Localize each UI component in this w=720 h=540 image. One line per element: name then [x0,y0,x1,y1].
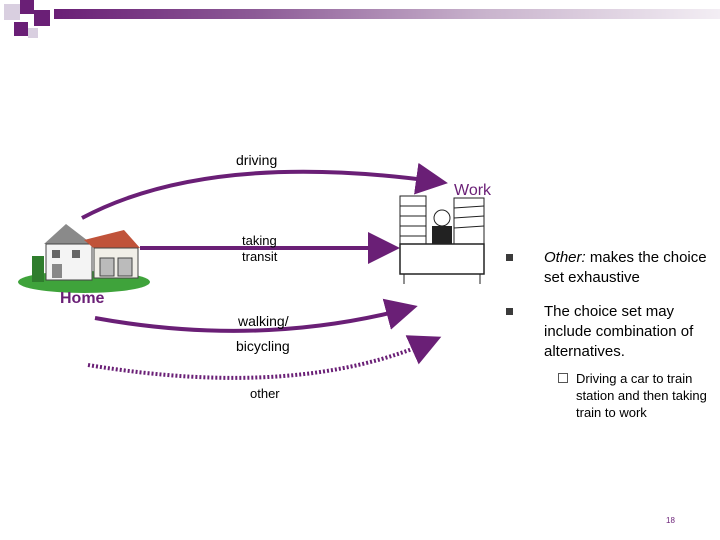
other-label: other [250,386,280,401]
walking-arrow [94,298,418,333]
header-square [14,22,28,36]
bullet-list: Other: makes the choice set exhaustive T… [506,248,716,421]
square-bullet-icon [506,308,513,315]
bullet-item: Other: makes the choice set exhaustive [506,248,716,288]
office-worker-illustration [399,195,485,284]
page-number: 18 [666,516,675,525]
bullet-item: The choice set may include combination o… [506,302,716,362]
header-square [20,0,34,14]
square-bullet-icon [506,254,513,261]
other-arrow [87,335,442,380]
work-label: Work [454,182,492,199]
bicycling-label: bicycling [236,338,290,354]
header-square [34,10,50,26]
sub-bullet-text: Driving a car to train station and then … [576,371,707,420]
home-label: Home [60,290,105,307]
bullet-text: makes the choice set exhaustive [544,249,707,286]
house-illustration [18,224,150,293]
walking-label: walking/ [238,313,289,329]
driving-label: driving [236,152,278,168]
hollow-square-bullet-icon [558,373,568,383]
bullet-text: The choice set may include combination o… [544,303,694,360]
driving-arrow [81,162,448,220]
header-square [4,4,20,20]
header-square [28,28,38,38]
header-bar [54,9,720,19]
bullet-emphasis: Other: [544,249,586,266]
sub-bullet-item: Driving a car to train station and then … [544,370,716,421]
transit-label: taking transit [242,233,278,264]
